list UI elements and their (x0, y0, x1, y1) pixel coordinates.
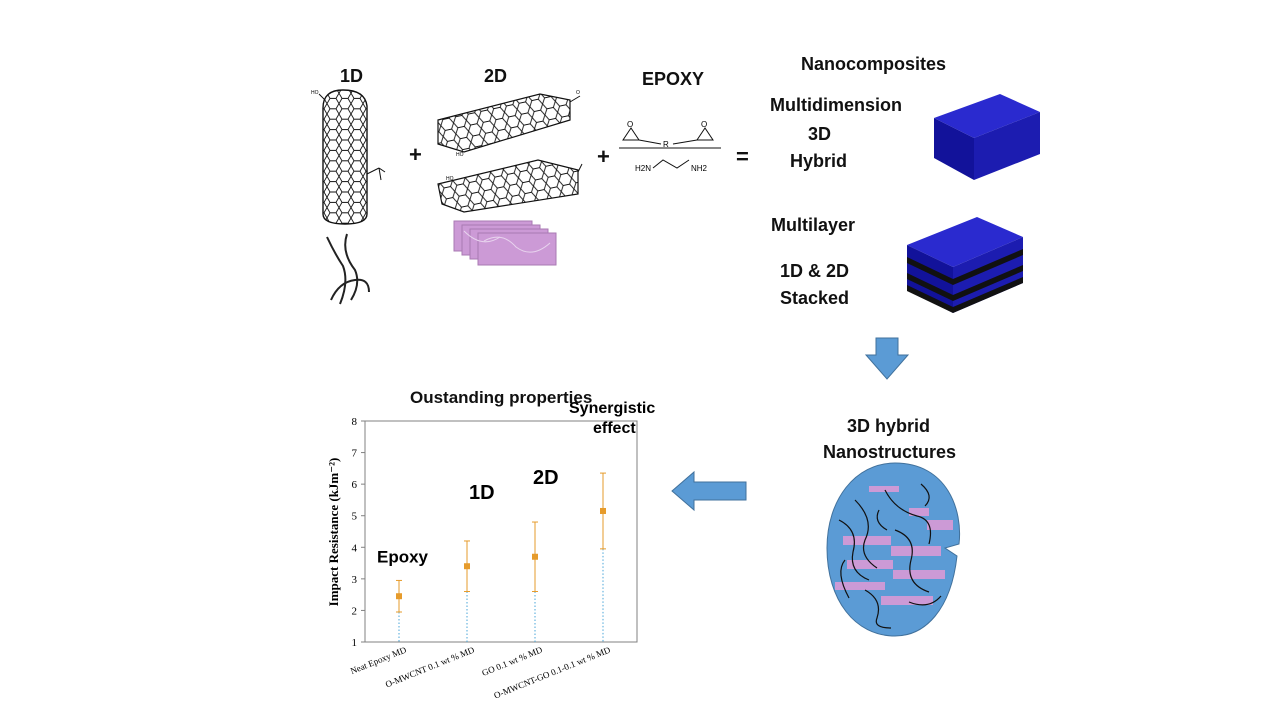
y-tick-label: 3 (352, 574, 358, 586)
epoxy-r: R (663, 140, 669, 149)
nanotube-structure: HO (311, 89, 386, 225)
go-oh-label-2: HO (446, 176, 454, 182)
epoxy-o-left: O (627, 120, 633, 129)
hybrid-nanostructure-ellipse (826, 462, 961, 637)
go-oh-label-1: HO (456, 152, 464, 158)
data-point (464, 563, 470, 570)
hybrid-block (934, 94, 1040, 180)
stacked-label-1: 1D & 2D (780, 261, 850, 281)
y-tick-label: 8 (352, 416, 358, 428)
y-tick-label: 7 (352, 448, 358, 460)
graphene-oxide-structure: HO HO O (437, 90, 583, 213)
down-arrow (864, 337, 910, 380)
multidimension-label: Multidimension (770, 95, 902, 115)
label-3d: 3D (808, 124, 832, 144)
properties-title: Oustanding properties (410, 388, 593, 407)
nanotube-sketch (326, 233, 370, 305)
data-point (396, 593, 402, 600)
amine-right: NH2 (691, 164, 708, 173)
left-arrow (671, 470, 747, 512)
nanocomposites-title: Nanocomposites (801, 54, 947, 74)
tube-oh-label: HO (311, 90, 319, 96)
amine-left: H2N (635, 164, 651, 173)
x-category-label: O-MWCNT-GO 0.1-0.1 wt % MD (492, 644, 612, 700)
multilayer-block (907, 217, 1023, 313)
label-1d: 1D (340, 66, 364, 86)
annotation-label: Synergistic (569, 400, 655, 417)
epoxy-o-right: O (701, 120, 707, 129)
label-2d: 2D (484, 66, 508, 86)
equals-sign: = (736, 144, 749, 169)
hybrid-nano-line1: 3D hybrid (847, 416, 931, 436)
y-axis-label: Impact Resistance (kJm⁻²) (326, 458, 341, 607)
label-epoxy: EPOXY (642, 69, 705, 89)
annotation-label: effect (593, 420, 636, 437)
plus-sign-1: + (409, 142, 422, 167)
graphene-sheets-sketch (453, 220, 557, 266)
plot-area (364, 420, 638, 643)
data-point (600, 507, 606, 514)
annotation-label: 2D (533, 467, 559, 489)
y-tick-label: 5 (352, 511, 358, 523)
y-tick-label: 2 (352, 605, 358, 617)
x-category-label: Neat Epoxy MD (349, 644, 408, 676)
go-acid-label: O (576, 90, 580, 96)
plus-sign-2: + (597, 144, 610, 169)
x-category-label: GO 0.1 wt % MD (480, 644, 544, 678)
y-tick-label: 1 (352, 637, 358, 649)
annotation-label: Epoxy (377, 547, 429, 566)
y-tick-label: 4 (352, 542, 358, 554)
data-point (532, 553, 538, 560)
epoxy-molecule: O R O H2N NH2 (619, 120, 721, 173)
stacked-label-2: Stacked (780, 288, 850, 308)
annotation-label: 1D (469, 482, 495, 504)
hybrid-nano-line2: Nanostructures (823, 442, 957, 462)
multilayer-label: Multilayer (771, 215, 856, 235)
hybrid-label: Hybrid (790, 151, 848, 171)
y-tick-label: 6 (352, 479, 358, 491)
